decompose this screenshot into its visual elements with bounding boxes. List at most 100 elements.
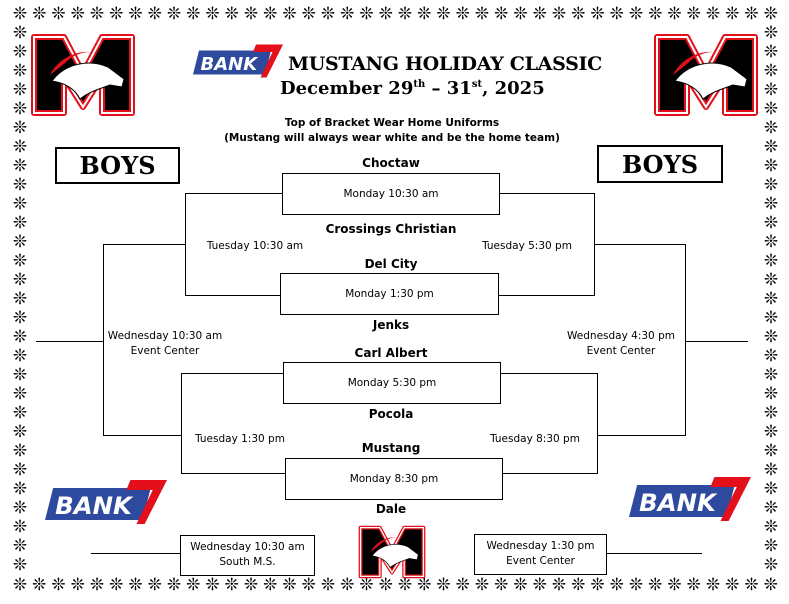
star-icon: ❊ xyxy=(725,4,740,24)
star-icon: ❊ xyxy=(12,194,28,214)
star-icon: ❊ xyxy=(763,80,779,100)
star-icon: ❊ xyxy=(12,137,28,157)
star-icon: ❊ xyxy=(147,575,162,595)
star-icon: ❊ xyxy=(763,441,779,461)
star-icon: ❊ xyxy=(763,479,779,499)
star-icon: ❊ xyxy=(12,61,28,81)
star-icon: ❊ xyxy=(571,4,586,24)
star-icon: ❊ xyxy=(359,4,374,24)
star-icon: ❊ xyxy=(744,575,759,595)
star-icon: ❊ xyxy=(763,575,778,595)
star-icon: ❊ xyxy=(32,4,47,24)
date-suffix-th: th xyxy=(413,79,426,90)
star-icon: ❊ xyxy=(686,4,701,24)
semifinal-bottom-right-time: Tuesday 8:30 pm xyxy=(490,433,580,445)
star-icon: ❊ xyxy=(763,289,779,309)
star-icon: ❊ xyxy=(378,4,393,24)
star-icon: ❊ xyxy=(32,575,47,595)
division-label-right: BOYS xyxy=(597,145,723,183)
tournament-dates: December 29th – 31st, 2025 xyxy=(280,79,545,99)
star-icon: ❊ xyxy=(763,232,779,252)
star-icon: ❊ xyxy=(12,555,28,575)
star-icon: ❊ xyxy=(12,80,28,100)
star-icon: ❊ xyxy=(397,575,413,595)
star-icon: ❊ xyxy=(763,42,779,62)
star-icon: ❊ xyxy=(763,99,779,119)
team-pocola: Pocola xyxy=(368,407,414,421)
star-icon: ❊ xyxy=(763,403,779,423)
star-icon: ❊ xyxy=(532,575,547,595)
star-icon: ❊ xyxy=(590,4,605,24)
star-icon: ❊ xyxy=(12,403,28,423)
star-icon: ❊ xyxy=(89,575,105,595)
star-icon: ❊ xyxy=(763,194,779,214)
final-right-time: Wednesday 4:30 pm xyxy=(567,330,675,342)
star-icon: ❊ xyxy=(648,575,663,595)
star-icon: ❊ xyxy=(12,232,28,252)
final-left-time: Wednesday 10:30 am xyxy=(107,330,223,342)
star-icon: ❊ xyxy=(12,575,28,595)
star-icon: ❊ xyxy=(12,99,28,119)
star-icon: ❊ xyxy=(89,4,105,24)
team-carl-albert: Carl Albert xyxy=(354,346,428,360)
star-icon: ❊ xyxy=(648,4,663,24)
star-icon: ❊ xyxy=(763,23,779,43)
star-icon: ❊ xyxy=(763,460,779,480)
uniform-note: Top of Bracket Wear Home Uniforms xyxy=(284,117,500,129)
star-icon: ❊ xyxy=(436,4,451,24)
star-icon: ❊ xyxy=(12,308,28,328)
svg-text:BANK: BANK xyxy=(639,489,718,517)
star-icon: ❊ xyxy=(12,346,28,366)
star-icon: ❊ xyxy=(667,4,682,24)
star-icon: ❊ xyxy=(109,575,124,595)
consolation-right-time: Wednesday 1:30 pm xyxy=(486,540,595,552)
star-icon: ❊ xyxy=(397,4,413,24)
star-icon: ❊ xyxy=(12,175,28,195)
star-icon: ❊ xyxy=(763,61,779,81)
star-icon: ❊ xyxy=(436,575,451,595)
star-icon: ❊ xyxy=(12,536,28,556)
star-icon: ❊ xyxy=(763,346,779,366)
date-year: , 2025 xyxy=(482,78,545,99)
final-right-venue: Event Center xyxy=(586,345,656,357)
star-icon: ❊ xyxy=(12,441,28,461)
star-icon: ❊ xyxy=(128,4,143,24)
star-icon: ❊ xyxy=(725,575,740,595)
game-box-4: Monday 8:30 pm xyxy=(285,458,503,500)
star-icon: ❊ xyxy=(263,4,278,24)
star-icon: ❊ xyxy=(628,575,644,595)
star-icon: ❊ xyxy=(282,575,297,595)
final-right: Wednesday 4:30 pm Event Center xyxy=(567,329,675,359)
star-icon: ❊ xyxy=(12,498,28,518)
team-jenks: Jenks xyxy=(372,318,410,332)
star-icon: ❊ xyxy=(417,575,432,595)
star-icon: ❊ xyxy=(205,575,220,595)
star-icon: ❊ xyxy=(12,270,28,290)
date-start: December 29 xyxy=(280,78,414,99)
star-icon: ❊ xyxy=(763,251,779,271)
star-icon: ❊ xyxy=(12,289,28,309)
mustang-m-logo-left xyxy=(31,34,135,116)
star-icon: ❊ xyxy=(744,4,759,24)
star-icon: ❊ xyxy=(12,4,28,24)
star-icon: ❊ xyxy=(474,575,490,595)
star-icon: ❊ xyxy=(763,118,779,138)
star-icon: ❊ xyxy=(109,4,124,24)
star-icon: ❊ xyxy=(513,575,528,595)
star-icon: ❊ xyxy=(763,422,779,442)
consolation-left-venue: South M.S. xyxy=(219,556,276,568)
star-icon: ❊ xyxy=(12,251,28,271)
semifinal-top-left-time: Tuesday 10:30 am xyxy=(206,240,304,252)
star-icon: ❊ xyxy=(12,42,28,62)
star-icon: ❊ xyxy=(205,4,220,24)
star-icon: ❊ xyxy=(147,4,162,24)
tournament-title: MUSTANG HOLIDAY CLASSIC xyxy=(288,53,602,75)
bank7-logo-bottom-left: BANK xyxy=(45,478,167,526)
star-icon: ❊ xyxy=(243,575,259,595)
star-icon: ❊ xyxy=(186,4,201,24)
mustang-m-logo-right xyxy=(654,34,758,116)
star-icon: ❊ xyxy=(551,575,567,595)
